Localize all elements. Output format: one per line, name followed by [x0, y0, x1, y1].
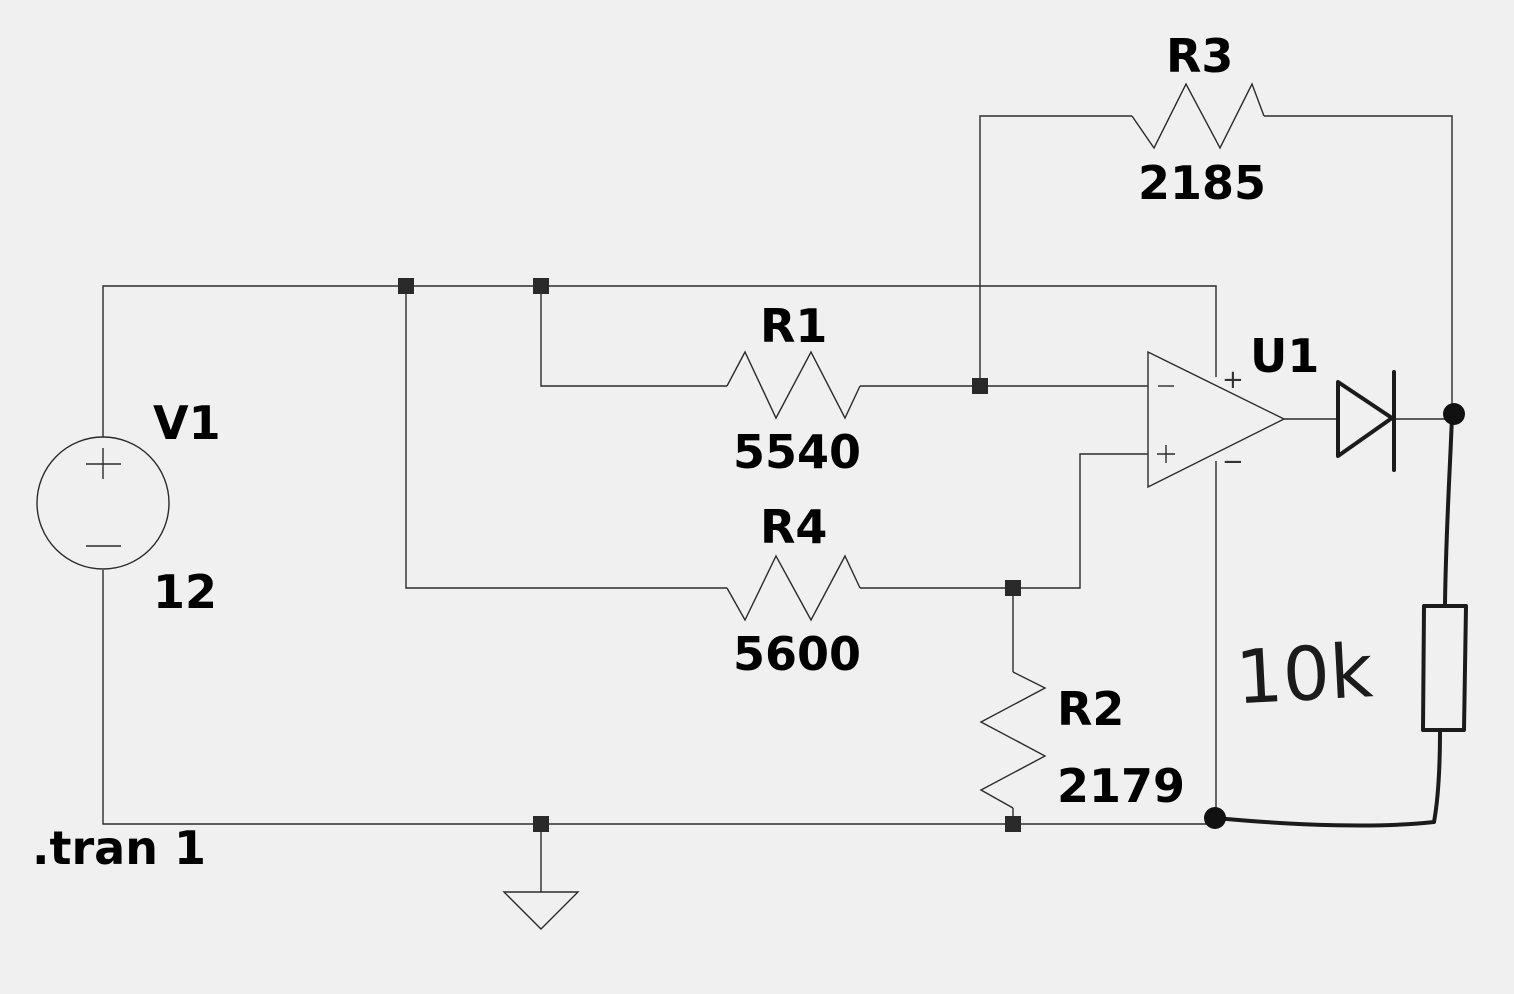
junction-square	[533, 816, 549, 832]
load-resistor-handdrawn	[1214, 414, 1468, 828]
tran-directive-label: .tran 1	[32, 821, 206, 875]
r3-name-label: R3	[1166, 29, 1233, 83]
junction-square	[1005, 580, 1021, 596]
wire-bottom-rail	[102, 461, 1217, 825]
r2-value-label: 2179	[1057, 759, 1185, 813]
wire-r4-right	[860, 453, 1148, 589]
wires	[102, 115, 1453, 892]
wire-r3-left	[979, 115, 1132, 386]
junction-dot	[1204, 807, 1226, 829]
voltage-source-v1	[36, 436, 170, 570]
resistor-r4	[726, 554, 861, 622]
wire-top-rail	[102, 285, 1217, 437]
diode	[1336, 370, 1396, 472]
opamp-supply-minus-icon: −	[1222, 447, 1244, 477]
u1-name-label: U1	[1250, 329, 1319, 383]
junction-square	[533, 278, 549, 294]
resistor-r1	[726, 350, 861, 420]
wire-r1-left	[540, 286, 727, 387]
r4-value-label: 5600	[733, 627, 861, 681]
junction-dot	[1443, 403, 1465, 425]
ground-icon	[502, 891, 580, 930]
junctions	[398, 278, 1465, 832]
load-value-handwritten: 10k	[1234, 628, 1375, 721]
r3-value-label: 2185	[1138, 156, 1266, 210]
opamp-supply-plus-icon: +	[1222, 365, 1244, 395]
r2-name-label: R2	[1057, 682, 1124, 736]
junction-square	[398, 278, 414, 294]
r4-name-label: R4	[760, 500, 827, 554]
wire-r3-right	[1264, 115, 1453, 414]
resistor-r2	[979, 671, 1047, 809]
r1-name-label: R1	[760, 299, 827, 353]
wire-r4-left	[405, 286, 727, 589]
v1-value-label: 12	[153, 565, 217, 619]
v1-name-label: V1	[153, 396, 221, 450]
opamp-u1	[1147, 350, 1286, 489]
r1-value-label: 5540	[733, 425, 861, 479]
junction-square	[972, 378, 988, 394]
resistor-r3	[1131, 82, 1265, 150]
junction-square	[1005, 816, 1021, 832]
